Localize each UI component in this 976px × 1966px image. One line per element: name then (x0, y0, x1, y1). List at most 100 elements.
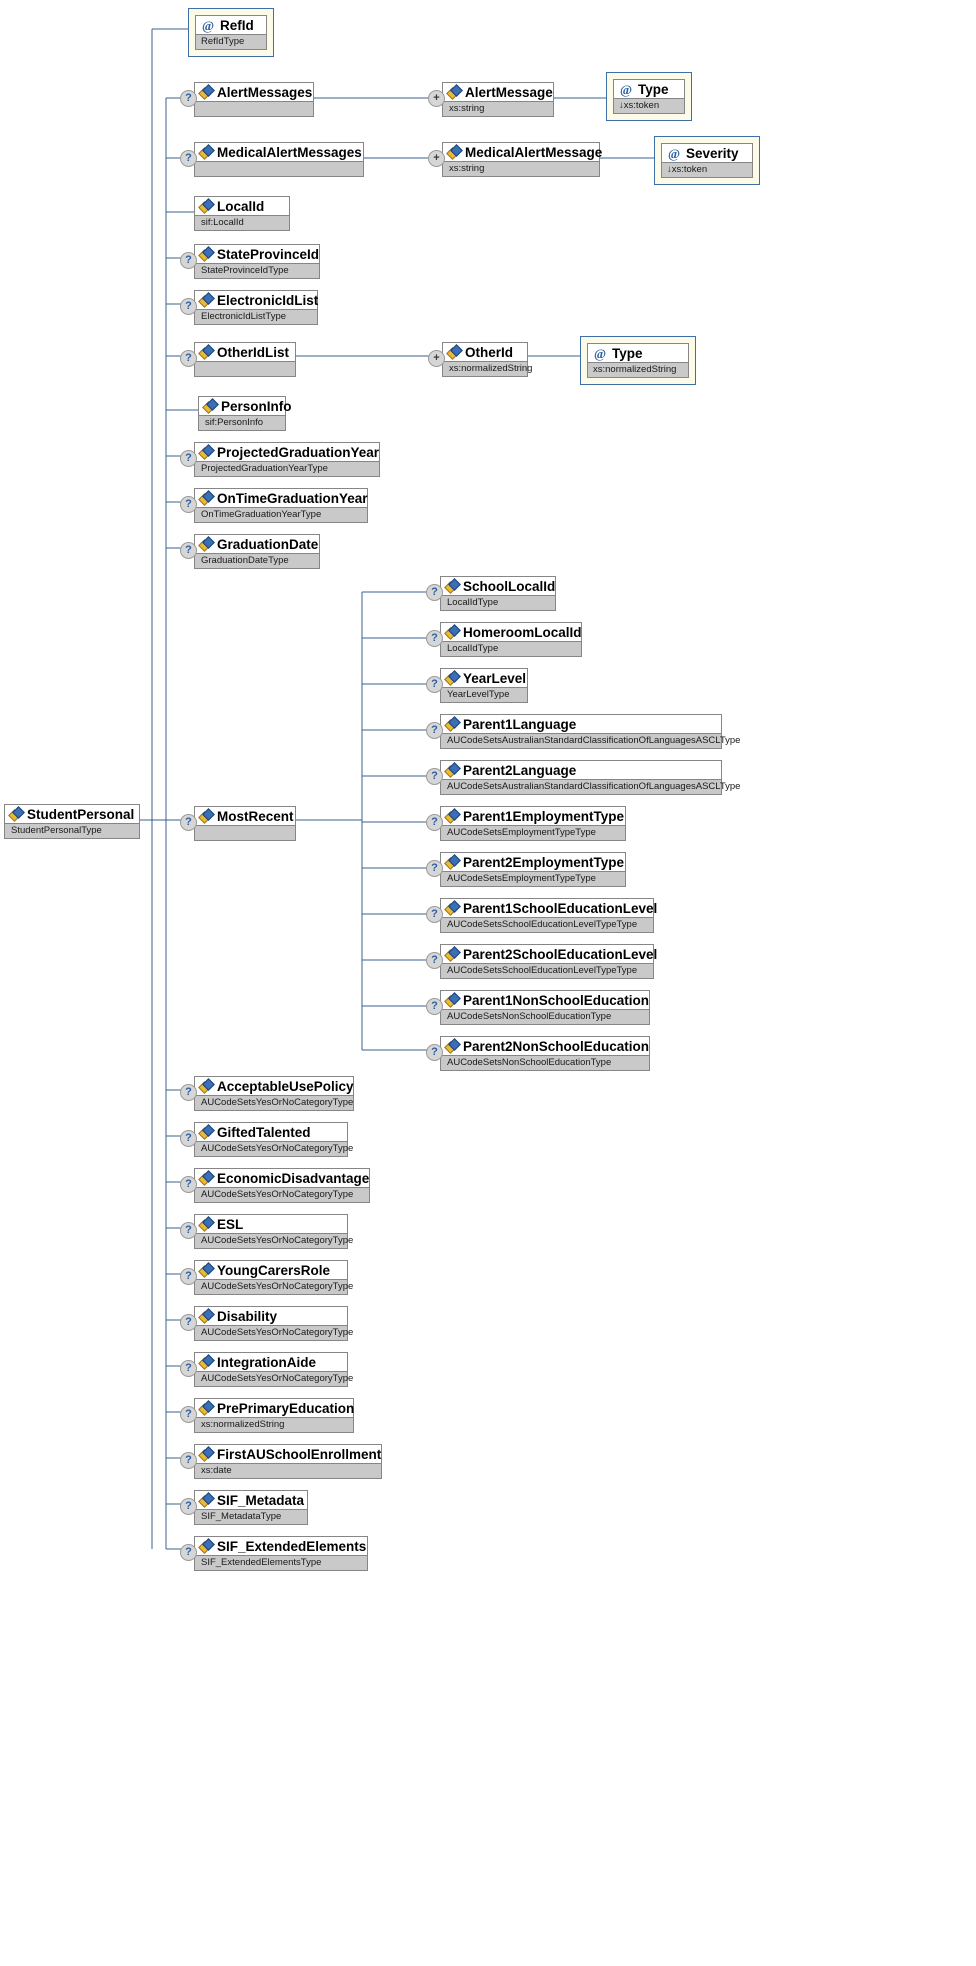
question-mark-marker[interactable]: ? (180, 1544, 197, 1561)
question-mark-marker[interactable]: ? (180, 1176, 197, 1193)
node-name: ProjectedGraduationYear (195, 443, 379, 461)
node-name-text: Parent1Language (463, 717, 577, 732)
plus-marker[interactable]: + (428, 90, 445, 107)
question-mark-marker[interactable]: ? (426, 998, 443, 1015)
question-mark-marker[interactable]: ? (180, 1452, 197, 1469)
question-mark-marker[interactable]: ? (426, 952, 443, 969)
question-mark-marker[interactable]: ? (180, 1360, 197, 1377)
node-type: SIF_ExtendedElementsType (195, 1555, 367, 1570)
attribute-node-alertmessage-type[interactable]: @Type↓xs:token (606, 72, 692, 121)
question-mark-marker[interactable]: ? (426, 906, 443, 923)
node-name-text: Severity (686, 146, 739, 161)
question-mark-marker[interactable]: ? (180, 298, 197, 315)
question-mark-marker[interactable]: ? (426, 584, 443, 601)
node-name: FirstAUSchoolEnrollment (195, 1445, 381, 1463)
question-mark-marker[interactable]: ? (180, 252, 197, 269)
question-mark-marker[interactable]: ? (180, 1130, 197, 1147)
node-name-text: GraduationDate (217, 537, 319, 552)
plus-marker[interactable]: + (428, 150, 445, 167)
question-mark-marker[interactable]: ? (180, 150, 197, 167)
element-node-alertmessages[interactable]: AlertMessages (194, 82, 314, 117)
attribute-node-severity[interactable]: @Severity↓xs:token (654, 136, 760, 185)
node-name-text: ElectronicIdList (217, 293, 319, 308)
plus-marker[interactable]: + (428, 350, 445, 367)
question-mark-marker[interactable]: ? (426, 722, 443, 739)
question-mark-marker[interactable]: ? (180, 542, 197, 559)
element-diamond-icon (198, 1400, 215, 1416)
question-mark-marker[interactable]: ? (426, 768, 443, 785)
question-mark-marker[interactable]: ? (180, 350, 197, 367)
question-mark-marker[interactable]: ? (180, 450, 197, 467)
root-node-student-personal[interactable]: StudentPersonal StudentPersonalType (4, 804, 140, 839)
element-diamond-icon (446, 344, 463, 360)
element-diamond-icon (446, 144, 463, 160)
node-type: AUCodeSetsYesOrNoCategoryType (195, 1279, 353, 1294)
node-name-text: OtherIdList (217, 345, 290, 360)
question-mark-marker[interactable]: ? (426, 630, 443, 647)
question-mark-marker[interactable]: ? (180, 90, 197, 107)
element-diamond-icon (198, 490, 215, 506)
element-node-mostrecent[interactable]: MostRecent (194, 806, 296, 841)
question-mark-marker[interactable]: ? (180, 496, 197, 513)
question-mark-marker[interactable]: ? (426, 814, 443, 831)
element-diamond-icon (198, 198, 215, 214)
element-diamond-icon (198, 536, 215, 552)
question-mark-marker[interactable]: ? (180, 1498, 197, 1515)
at-sign-icon: @ (202, 18, 215, 33)
node-name: ESL (195, 1215, 347, 1233)
question-mark-marker[interactable]: ? (180, 1222, 197, 1239)
question-mark-marker[interactable]: ? (180, 814, 197, 831)
element-node-medicalalertmessages[interactable]: MedicalAlertMessages (194, 142, 364, 177)
question-mark-marker[interactable]: ? (180, 1314, 197, 1331)
element-diamond-icon (444, 578, 461, 594)
question-mark-marker[interactable]: ? (180, 1268, 197, 1285)
node-name: Parent2SchoolEducationLevel (441, 945, 657, 963)
question-mark-marker[interactable]: ? (180, 1406, 197, 1423)
question-mark-marker[interactable]: ? (426, 860, 443, 877)
element-diamond-icon (444, 670, 461, 686)
node-name-text: Parent2NonSchoolEducation (463, 1039, 650, 1054)
question-mark-marker[interactable]: ? (426, 676, 443, 693)
element-node-otheridlist[interactable]: OtherIdList (194, 342, 296, 377)
node-name: ElectronicIdList (195, 291, 319, 309)
question-mark-marker[interactable]: ? (180, 1084, 197, 1101)
node-name: EconomicDisadvantage (195, 1169, 369, 1187)
question-mark-marker[interactable]: ? (426, 1044, 443, 1061)
node-name: OnTimeGraduationYear (195, 489, 368, 507)
